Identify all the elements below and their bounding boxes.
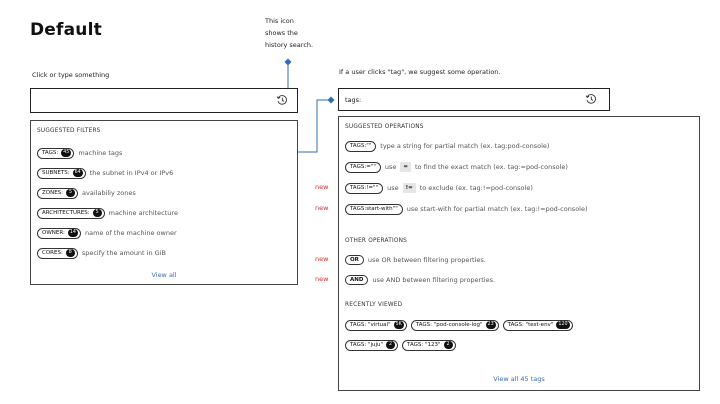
recent-row: TAGS: "juju"2 TAGS: "123"2	[345, 339, 456, 351]
view-all-tags-link[interactable]: View all 45 tags	[493, 375, 545, 383]
count-badge: 2	[443, 341, 453, 349]
filter-chip-subnets[interactable]: SUBNETS:64	[37, 167, 86, 179]
filter-row: CORES:8 specify the amount in GiB	[37, 247, 166, 259]
chip-label: TAGS: "123"	[407, 342, 441, 348]
operator-key: =	[400, 162, 411, 172]
recent-chip[interactable]: TAGS: "123"2	[402, 339, 456, 351]
count-badge: 23	[485, 321, 496, 329]
operation-row: OR use OR between filtering properties.	[345, 254, 486, 266]
filter-row: OWNER:14 name of the machine owner	[37, 227, 177, 239]
operation-description: type a string for partial match (ex. tag…	[380, 142, 550, 150]
operation-use-text: use	[387, 184, 399, 192]
operation-row: TAGS:!="" use != to exclude (ex. tag:!=p…	[345, 182, 533, 194]
annotation-text: This icon shows the history search.	[265, 15, 335, 51]
filter-chip-cores[interactable]: CORES:8	[37, 247, 78, 259]
count-badge: 64	[72, 169, 83, 177]
chip-label: OWNER:	[42, 230, 65, 236]
recent-chip[interactable]: TAGS: "test-env"120	[502, 319, 573, 331]
history-clock-icon[interactable]	[585, 93, 597, 105]
operation-description: to exclude (ex. tag:!=pod-console)	[419, 184, 533, 192]
new-marker: new	[315, 183, 329, 191]
operation-description: use OR between filtering properties.	[367, 256, 486, 264]
filter-chip-tags[interactable]: TAGS:45	[37, 147, 75, 159]
chip-label: CORES:	[42, 250, 63, 256]
chip-label: ARCHITECTURES:	[42, 210, 90, 216]
history-clock-icon[interactable]	[276, 94, 288, 106]
filter-chip-architectures[interactable]: ARCHITECTURES:5	[37, 207, 105, 219]
filter-row: TAGS:45 machine tags	[37, 147, 122, 159]
chip-label: TAGS:	[42, 150, 59, 156]
ops-heading: SUGGESTED OPERATIONS	[345, 124, 424, 130]
filter-description: name of the machine owner	[84, 229, 177, 237]
suggested-filters-panel: SUGGESTED FILTERS TAGS:45 machine tags S…	[30, 120, 298, 285]
recent-heading: RECENTLY VIEWED	[345, 302, 403, 308]
or-operator-button[interactable]: OR	[345, 255, 364, 265]
suggested-operations-panel: SUGGESTED OPERATIONS TAGS:"" type a stri…	[338, 116, 700, 391]
operation-chip-start-with[interactable]: TAGS:start-with""	[345, 203, 403, 215]
new-marker: new	[315, 204, 329, 212]
filter-row: ZONES:5 availabiliy zones	[37, 187, 136, 199]
search-input-value: tags:	[345, 96, 362, 104]
filter-description: machine architecture	[108, 209, 178, 217]
operation-row: TAGS:start-with"" use start-with for par…	[345, 203, 588, 215]
filter-description: specify the amount in GiB	[81, 249, 166, 257]
count-badge: 5	[92, 209, 102, 217]
new-marker: new	[315, 255, 329, 263]
count-badge: 14	[67, 229, 78, 237]
count-badge: 8	[65, 249, 75, 257]
page-title: Default	[30, 20, 102, 40]
count-badge: 5K	[393, 321, 404, 329]
view-all-link[interactable]: View all	[151, 271, 177, 279]
filter-description: availabiliy zones	[82, 189, 136, 197]
recent-chip[interactable]: TAGS: "juju"2	[345, 339, 399, 351]
chip-label: ZONES:	[42, 190, 64, 196]
filter-chip-owner[interactable]: OWNER:14	[37, 227, 81, 239]
annotation-line: shows the	[265, 29, 298, 37]
operation-row: TAGS:="" use = to find the exact match (…	[345, 161, 568, 173]
chip-label: TAGS: "juju"	[350, 342, 384, 348]
chip-label: TAGS: "pod-console-log"	[415, 322, 483, 328]
count-badge: 45	[61, 149, 72, 157]
chip-label: TAGS: "virtual"	[350, 322, 391, 328]
filter-description: machine tags	[78, 149, 123, 157]
operation-chip-exact[interactable]: TAGS:=""	[345, 161, 381, 173]
chip-label: SUBNETS:	[42, 170, 70, 176]
operator-key: !=	[402, 183, 416, 193]
operation-description: to find the exact match (ex. tag:=pod-co…	[415, 163, 568, 171]
operation-description: use start-with for partial match (ex. ta…	[406, 205, 588, 213]
and-operator-button[interactable]: AND	[345, 275, 369, 285]
annotation-line: This icon	[265, 17, 294, 25]
operation-chip-partial[interactable]: TAGS:""	[345, 140, 377, 152]
operation-row: TAGS:"" type a string for partial match …	[345, 140, 549, 152]
count-badge: 5	[66, 189, 76, 197]
filter-row: ARCHITECTURES:5 machine architecture	[37, 207, 178, 219]
panel-heading: SUGGESTED FILTERS	[37, 128, 101, 134]
annotation-line: history search.	[265, 41, 314, 49]
diamond-icon	[284, 58, 292, 66]
diamond-icon	[327, 96, 335, 104]
search-input-default[interactable]	[30, 88, 298, 113]
count-badge: 120	[556, 321, 570, 329]
chip-label: TAGS: "test-env"	[507, 322, 554, 328]
count-badge: 2	[386, 341, 396, 349]
filter-chip-zones[interactable]: ZONES:5	[37, 187, 79, 199]
operation-use-text: use	[384, 163, 397, 171]
operation-row: AND use AND between filtering properties…	[345, 274, 495, 286]
new-marker: new	[315, 275, 329, 283]
recent-chip[interactable]: TAGS: "pod-console-log"23	[410, 319, 499, 331]
operation-chip-exclude[interactable]: TAGS:!=""	[345, 182, 384, 194]
right-hint: If a user clicks "tag", we suggest some …	[339, 68, 501, 76]
recent-chip[interactable]: TAGS: "virtual"5K	[345, 319, 407, 331]
filter-description: the subnet in IPv4 or IPv6	[89, 169, 174, 177]
filter-row: SUBNETS:64 the subnet in IPv4 or IPv6	[37, 167, 173, 179]
left-hint: Click or type something	[32, 71, 110, 79]
operation-description: use AND between filtering properties.	[372, 276, 496, 284]
other-ops-heading: OTHER OPERATIONS	[345, 238, 408, 244]
recent-row: TAGS: "virtual"5K TAGS: "pod-console-log…	[345, 319, 573, 331]
search-input-tags[interactable]: tags:	[338, 88, 610, 111]
